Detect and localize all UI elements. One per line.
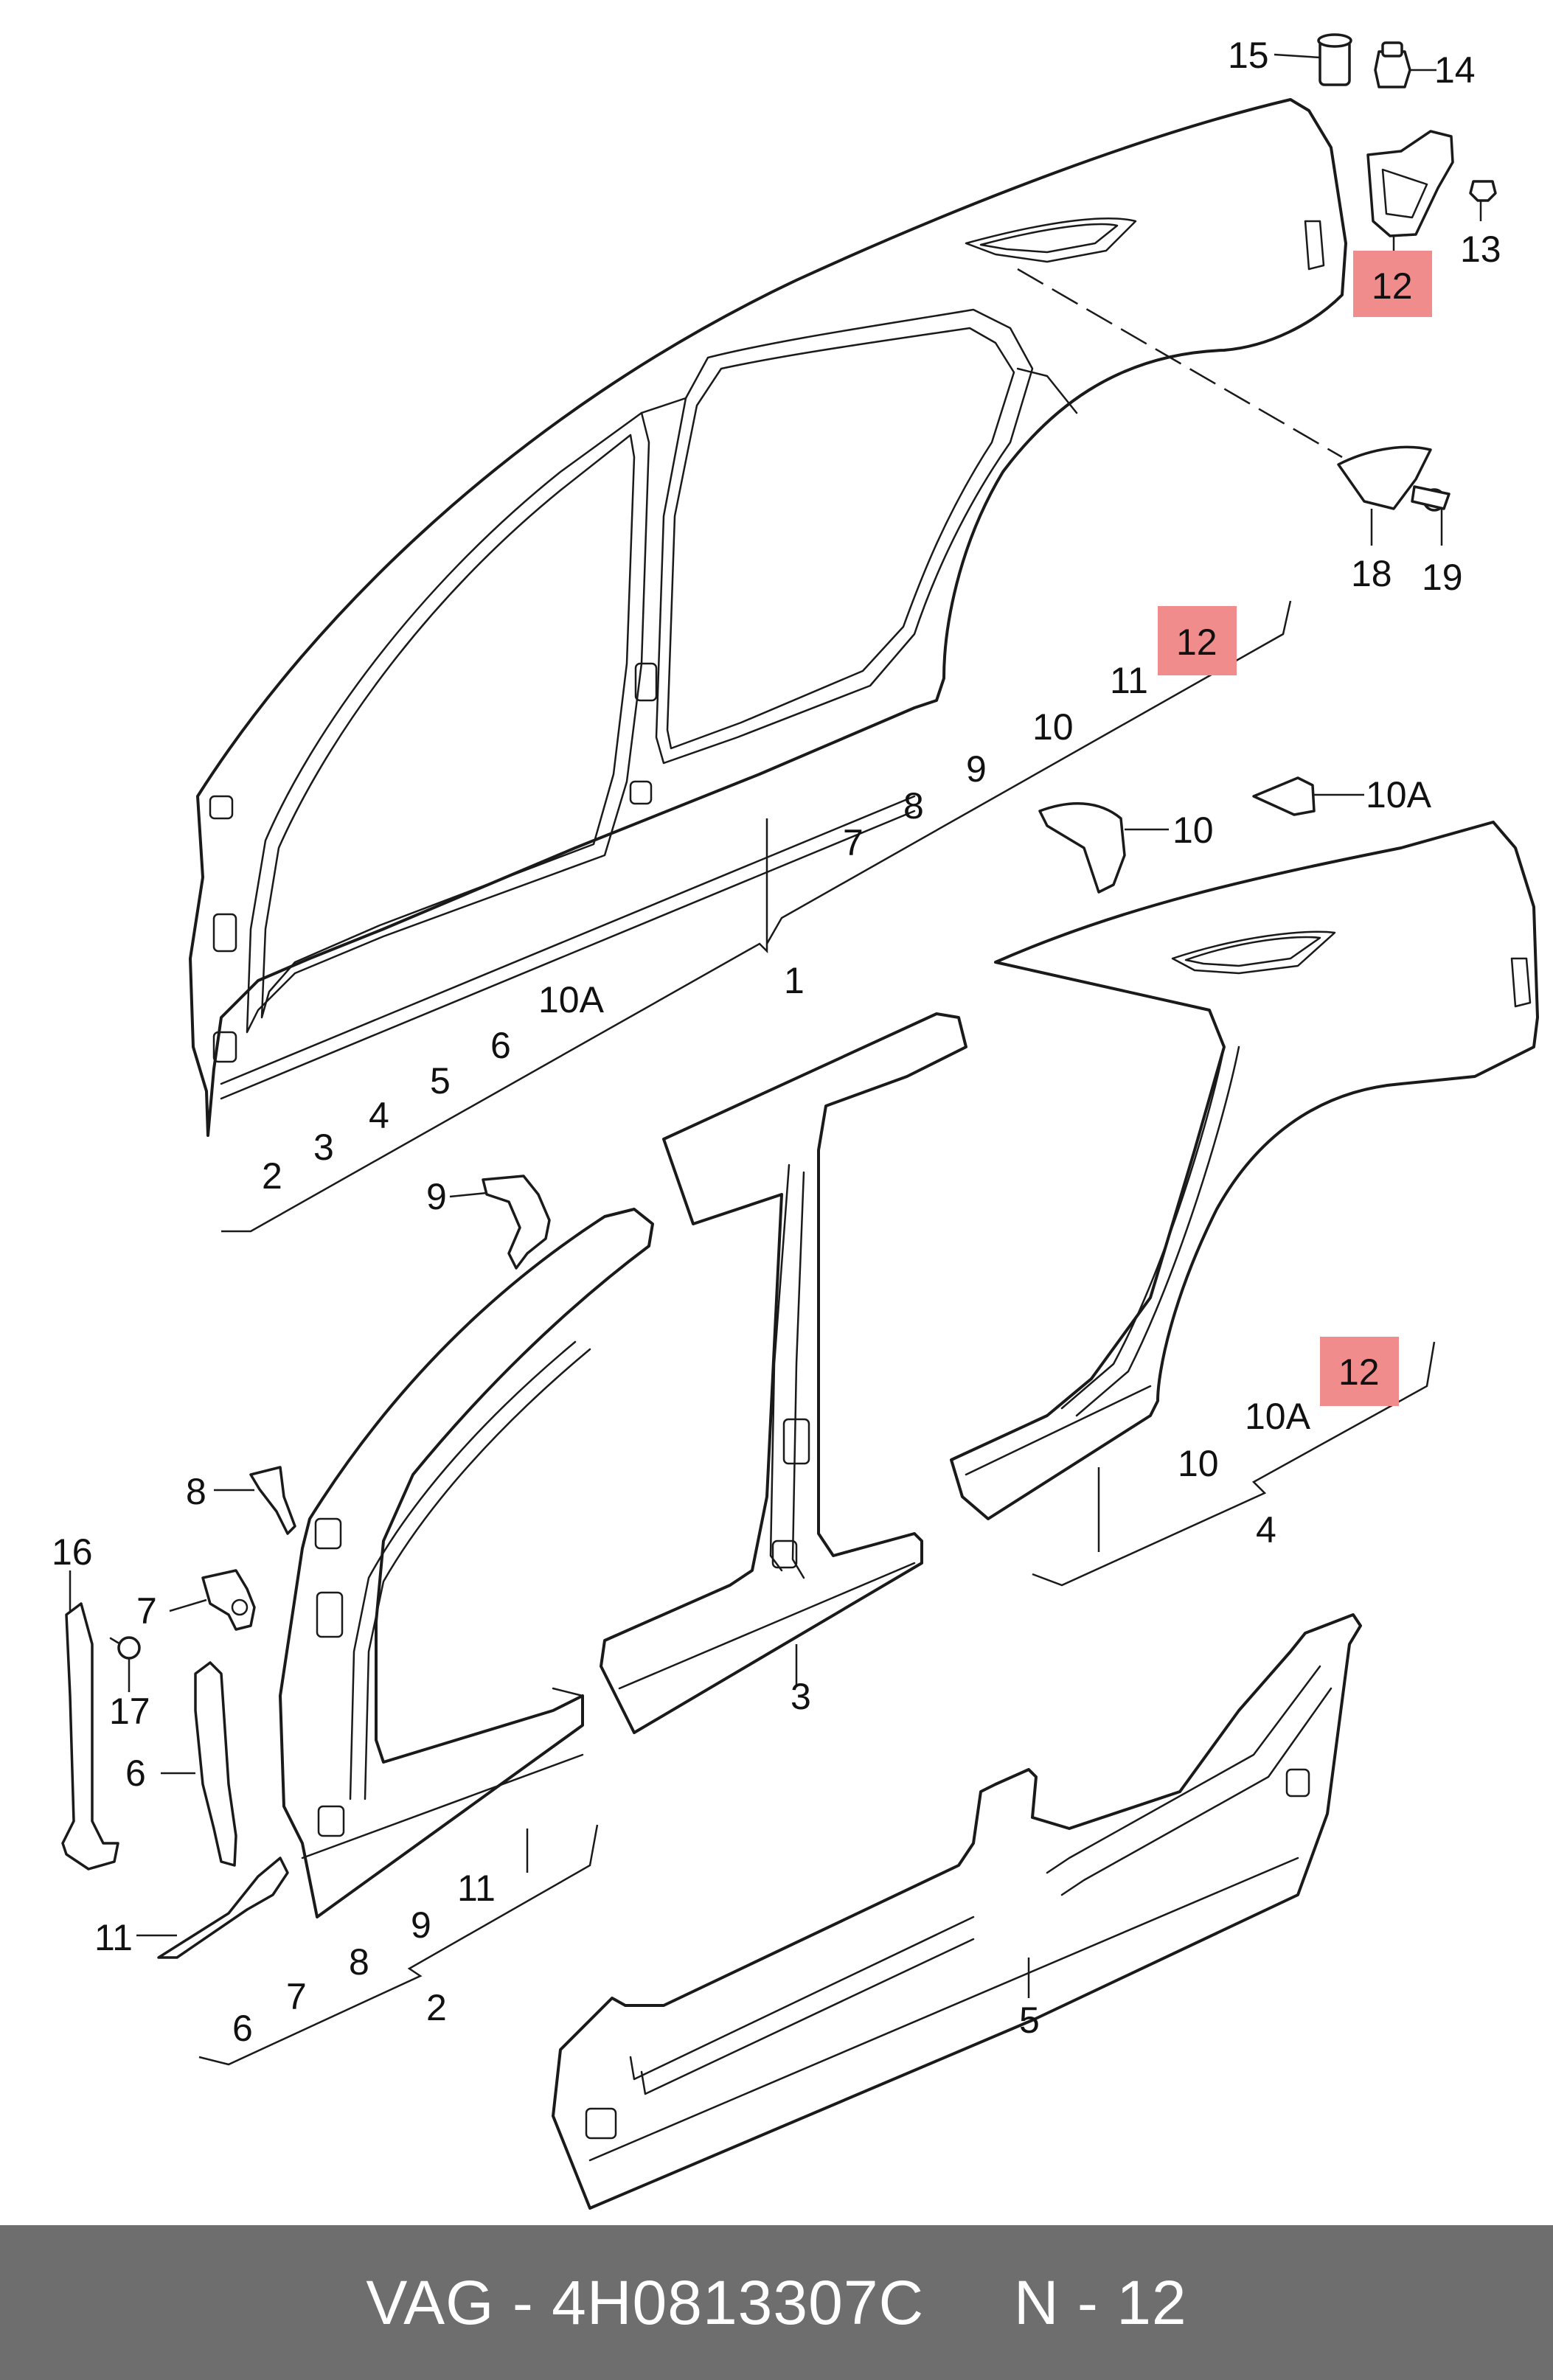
label-7-lower: 7	[286, 1976, 307, 2017]
label-5-upper: 5	[430, 1060, 451, 1102]
sill-5	[552, 1613, 1362, 2210]
label-15: 15	[1228, 35, 1269, 76]
label-11-lower: 11	[457, 1868, 496, 1909]
label-6-upper: 6	[490, 1025, 511, 1066]
label-11-upper: 11	[1110, 660, 1148, 701]
label-14: 14	[1434, 49, 1476, 91]
leader-lines	[198, 600, 1436, 2066]
label-12-lower: 12	[1338, 1351, 1380, 1393]
label-4-lower: 4	[1256, 1509, 1276, 1551]
label-12-mid: 12	[1176, 622, 1217, 663]
part-10A-upper	[1252, 776, 1364, 816]
rivet-19	[1411, 485, 1450, 546]
part-8	[214, 1466, 296, 1535]
callout-labels: 15 14 13 12 18 19 12 11 10 9 8 7 10A 6 5…	[52, 35, 1501, 2049]
label-19: 19	[1422, 557, 1463, 598]
label-6-part: 6	[125, 1753, 146, 1794]
parts-diagram: 15 14 13 12 18 19 12 11 10 9 8 7 10A 6 5…	[52, 33, 1539, 2210]
label-1: 1	[784, 960, 805, 1001]
footer-bar: VAG - 4H0813307C N - 12	[0, 2225, 1553, 2380]
label-8-part: 8	[186, 1471, 206, 1512]
label-10A-part: 10A	[1366, 774, 1432, 815]
part-6	[161, 1661, 237, 1867]
cap-18	[1337, 445, 1432, 546]
label-8-lower: 8	[349, 1941, 369, 1983]
label-7-upper: 7	[843, 822, 864, 863]
part-16	[61, 1570, 119, 1871]
label-3-upper: 3	[313, 1127, 334, 1168]
bracket-12	[1366, 130, 1454, 254]
label-3-lower: 3	[791, 1676, 811, 1717]
nut-14	[1374, 41, 1436, 88]
label-17: 17	[109, 1691, 150, 1732]
part-number-caption: VAG - 4H0813307C N - 12	[366, 2267, 1187, 2337]
part-7	[169, 1569, 256, 1631]
part-11	[136, 1857, 289, 1959]
label-18: 18	[1351, 553, 1392, 594]
a-pillar-2	[279, 1208, 654, 1918]
dashed-connector	[1017, 268, 1343, 459]
label-10-upper: 10	[1032, 706, 1074, 748]
label-10-part: 10	[1172, 810, 1214, 851]
highlight-box-top	[1353, 251, 1432, 317]
label-2-lower: 2	[426, 1987, 447, 2028]
label-10A-upper: 10A	[538, 979, 605, 1020]
label-9-lower: 9	[411, 1904, 431, 1946]
label-13: 13	[1460, 229, 1501, 270]
label-5-lower: 5	[1019, 2000, 1040, 2041]
bolt-17	[109, 1636, 141, 1692]
part-9	[449, 1175, 551, 1270]
label-4-upper: 4	[369, 1095, 389, 1136]
label-8-upper: 8	[903, 785, 924, 827]
highlight-box-lower	[1320, 1337, 1399, 1406]
label-6-lower: 6	[232, 2008, 253, 2049]
label-10-lower: 10	[1178, 1443, 1219, 1484]
b-pillar-3	[600, 1012, 967, 1734]
label-9-part: 9	[426, 1176, 447, 1217]
side-panel-assembly	[189, 98, 1347, 1137]
part-10-upper	[1038, 802, 1169, 894]
label-9-upper: 9	[966, 748, 987, 790]
label-7-part: 7	[136, 1590, 157, 1632]
label-12-top: 12	[1372, 265, 1413, 307]
label-11-part: 11	[94, 1917, 133, 1958]
label-16: 16	[52, 1531, 93, 1573]
rear-quarter-4	[950, 821, 1539, 1520]
nut-15	[1274, 33, 1352, 86]
label-10A-lower: 10A	[1245, 1396, 1311, 1437]
label-2-upper: 2	[262, 1155, 282, 1197]
highlight-box-mid	[1158, 606, 1237, 675]
clip-13	[1469, 180, 1497, 221]
